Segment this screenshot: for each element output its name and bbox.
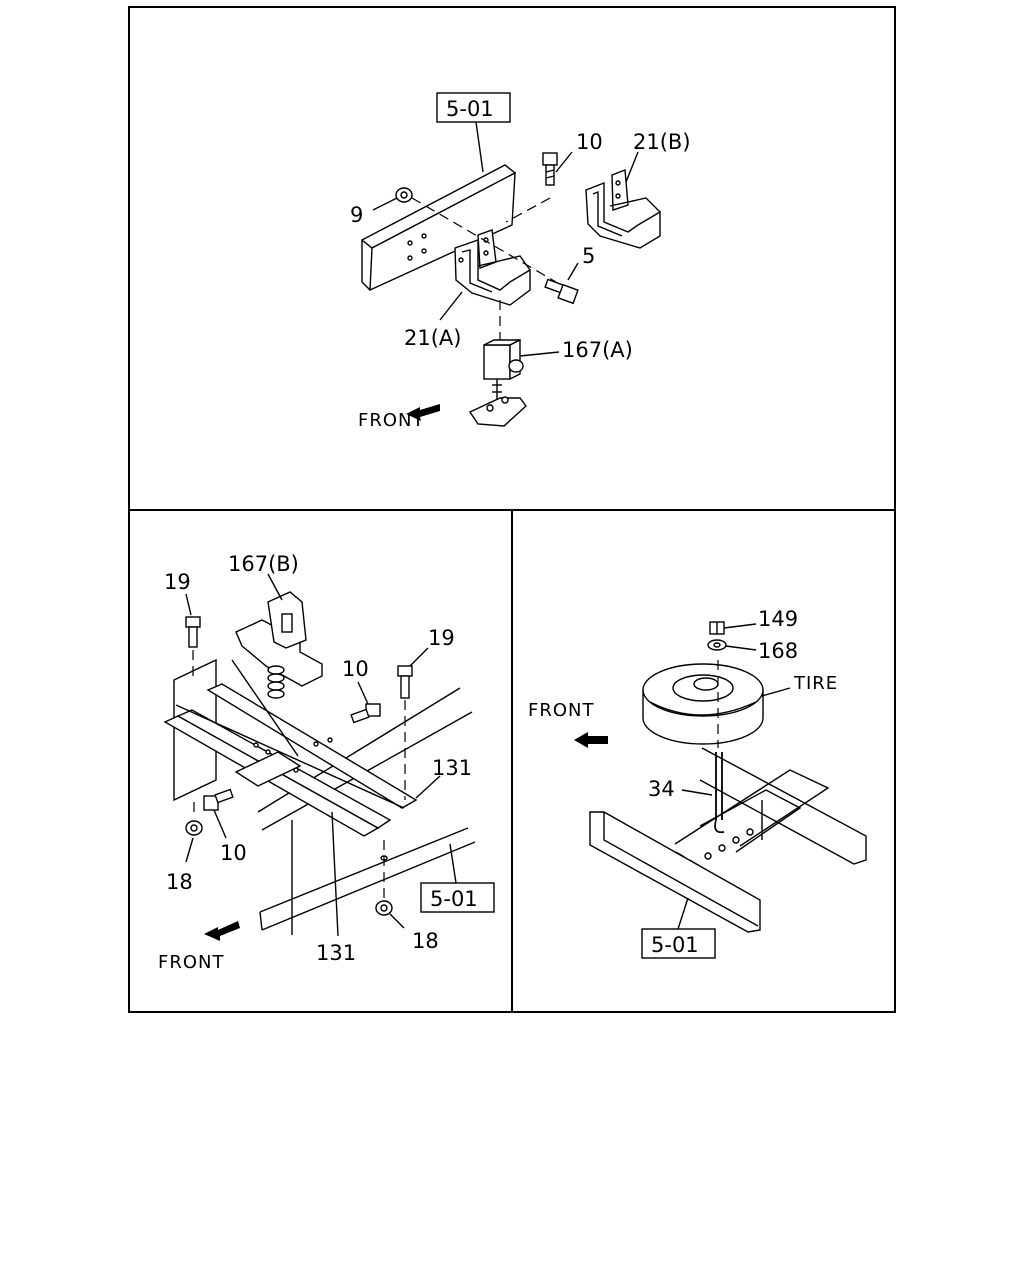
shock-absorber-167a (468, 338, 527, 427)
label-149: 149 (758, 607, 798, 631)
washer-9 (395, 187, 413, 203)
label-10-upper: 10 (342, 657, 369, 681)
bolt-19-left (185, 616, 201, 648)
label-10-lower: 10 (220, 841, 247, 865)
bolt-5 (544, 278, 579, 305)
label-18-left: 18 (166, 870, 193, 894)
frame-rail-top (360, 164, 517, 292)
ref-box-bottom-right-text: 5-01 (651, 933, 699, 957)
hook-bolt-34 (714, 752, 725, 834)
crossmember-131 (163, 683, 418, 837)
label-front-bottom-right: FRONT (528, 700, 595, 721)
label-tire: TIRE (793, 673, 838, 694)
bolt-10-top (542, 152, 558, 186)
spare-tire (642, 663, 764, 745)
ref-box-bottom-left: 5-01 (420, 843, 495, 913)
ref-box-bottom-left-text: 5-01 (430, 887, 478, 911)
label-168: 168 (758, 639, 798, 663)
label-10-top: 10 (576, 130, 603, 154)
label-5: 5 (582, 244, 595, 268)
ref-box-top-text: 5-01 (446, 97, 494, 121)
bracket-21a (454, 229, 531, 306)
panel-bottom-left: 5-01 167(B) 19 19 10 131 10 18 131 18 FR… (158, 552, 495, 973)
panel-top: 5-01 (350, 92, 691, 431)
label-18-right: 18 (412, 929, 439, 953)
bolt-10-bottom-upper (350, 703, 381, 724)
label-19-right: 19 (428, 626, 455, 650)
label-19-left: 19 (164, 570, 191, 594)
dash-line-bolt10 (505, 197, 551, 223)
ref-box-top: 5-01 (436, 92, 511, 173)
dash-frame-ref (675, 851, 701, 867)
label-front-top: FRONT (358, 410, 425, 431)
label-131-lower: 131 (316, 941, 356, 965)
panel-bottom-right: 5-01 149 168 TIRE FRONT 34 (528, 607, 867, 959)
bolt-10-bottom-lower (203, 788, 234, 811)
nut-149 (709, 621, 725, 635)
washer-168 (707, 639, 727, 651)
diagram-frame (128, 6, 896, 1013)
ref-box-bottom-right: 5-01 (641, 897, 716, 959)
label-34: 34 (648, 777, 675, 801)
bolt-19-right (397, 665, 413, 699)
bracket-167b (231, 591, 323, 757)
nut-18-left (185, 820, 203, 836)
label-front-bottom-left: FRONT (158, 952, 225, 973)
label-21a: 21(A) (404, 326, 461, 350)
tire-carrier-frame (589, 747, 867, 933)
label-9: 9 (350, 203, 363, 227)
bracket-21b (585, 169, 661, 249)
label-21b: 21(B) (633, 130, 691, 154)
dash-line-washer (411, 197, 557, 283)
label-131-upper: 131 (432, 756, 472, 780)
nut-18-right (375, 900, 393, 916)
label-167a: 167(A) (562, 338, 633, 362)
label-167b: 167(B) (228, 552, 299, 576)
front-arrow-bottom-right-icon (574, 732, 608, 748)
front-arrow-bottom-left-icon (204, 921, 240, 941)
front-arrow-top-icon (406, 404, 440, 421)
